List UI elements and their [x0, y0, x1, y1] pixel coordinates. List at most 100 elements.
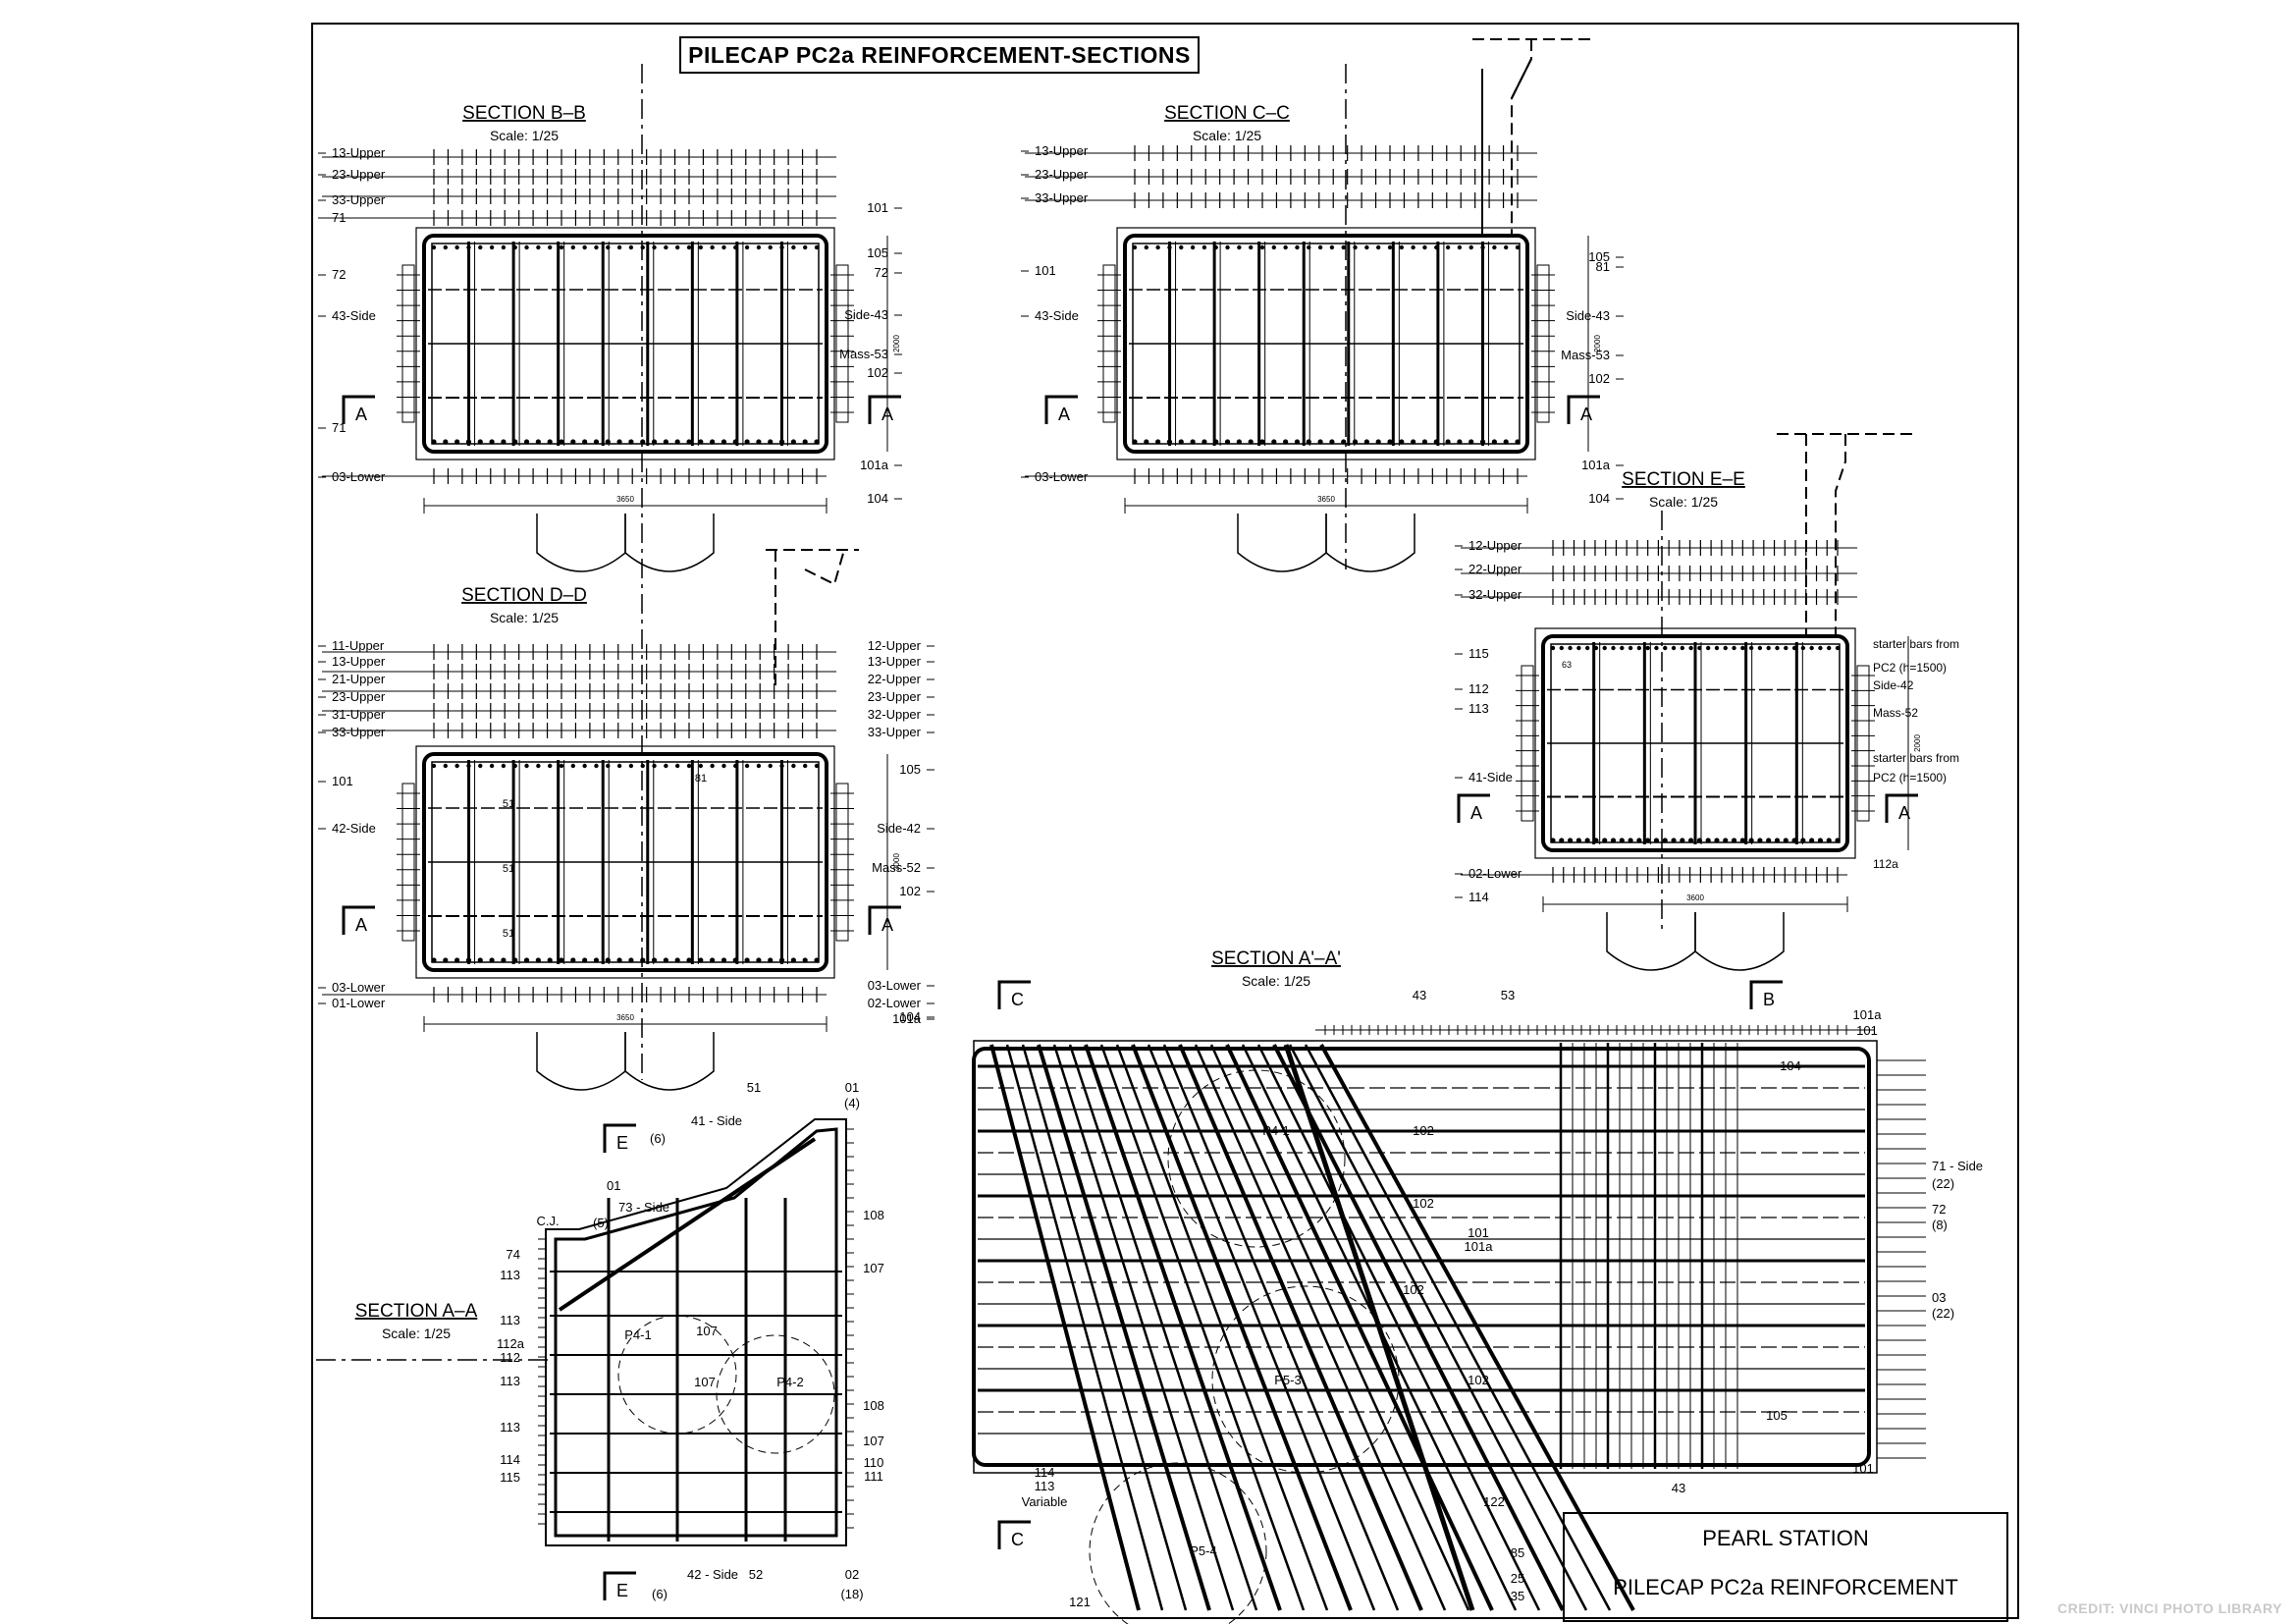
reinforcement-hoop — [422, 234, 828, 454]
rebar-label: 43 — [1672, 1481, 1685, 1495]
rebar-label: 101a — [1581, 458, 1611, 472]
reinforcement-hoop — [1541, 634, 1849, 852]
rebar-label: (5) — [593, 1216, 609, 1230]
section-marker-a: A — [1898, 803, 1910, 823]
rebar-label: 13-Upper — [332, 145, 386, 160]
rebar-label: 113 — [500, 1374, 520, 1388]
section-marker-a-arrow — [868, 905, 901, 935]
rebar-label: C.J. — [536, 1214, 559, 1228]
rebar-label: PC2 (h=1500) — [1873, 771, 1947, 785]
section-cc: SECTION C–C Scale: 1/25 3650200013-Upper… — [1021, 38, 1624, 572]
rebar-label: 53 — [1501, 988, 1515, 1002]
rebar-label: 102 — [899, 884, 921, 898]
rebar-label: Mass-52 — [1873, 706, 1918, 720]
rebar-label: 105 — [899, 762, 921, 777]
rebar-label: 11-Upper — [332, 638, 385, 653]
rebar-label: 101a — [1853, 1007, 1883, 1022]
rebar-label: 03-Lower — [1035, 469, 1089, 484]
section-marker-c-arrow — [997, 1520, 1031, 1549]
rebar-label: 22-Upper — [1468, 562, 1522, 576]
rebar-label: 101 — [1852, 1461, 1874, 1476]
rebar-label: 112a — [1873, 857, 1898, 871]
section-aa-outline — [545, 1118, 847, 1546]
section-ee: SECTION E–E Scale: 1/25 3600200012-Upper… — [1455, 433, 1959, 971]
rebar-label: Mass-53 — [1561, 348, 1610, 362]
rebar-label: 01-Lower — [332, 996, 386, 1010]
dimension-text: 2000 — [1913, 734, 1922, 752]
rebar-label: 114 — [1468, 890, 1489, 904]
section-marker-a-arrow — [342, 395, 375, 424]
rebar-label: 33-Upper — [1035, 190, 1089, 205]
section-ee-body: 3600200012-Upper22-Upper32-Upper11511211… — [1455, 538, 1959, 971]
pile — [624, 514, 715, 572]
rebar-label: 112a — [497, 1336, 525, 1351]
section-dd-title: SECTION D–D — [461, 585, 587, 606]
rebar-label: Variable — [1022, 1494, 1068, 1509]
dimension-text: 3650 — [616, 1013, 634, 1022]
rebar-label: 72 — [1932, 1202, 1946, 1217]
pile — [536, 514, 626, 572]
rebar-label: 113 — [500, 1268, 520, 1282]
rebar-label: 33-Upper — [332, 725, 386, 739]
pile-outline — [617, 1315, 737, 1435]
reinforcement-hoop — [972, 1047, 1871, 1467]
pile — [1237, 514, 1327, 572]
rebar-label: 03 — [1932, 1290, 1946, 1305]
rebar-label: 41-Side — [1468, 770, 1513, 785]
rebar-label: 114 — [500, 1452, 520, 1467]
rebar-label: 113 — [1035, 1479, 1055, 1493]
section-marker-a-arrow — [1457, 793, 1490, 823]
rebar-label: 02-Lower — [868, 996, 922, 1010]
rebar-label: 35 — [1511, 1589, 1524, 1603]
rebar-label: 23-Upper — [868, 689, 922, 704]
dimension-text: 3650 — [616, 495, 634, 504]
section-marker-a: A — [355, 405, 367, 424]
section-a-prime-outline — [973, 1040, 1878, 1474]
rebar-label: P4-2 — [776, 1375, 803, 1389]
rebar-label: 03-Lower — [332, 469, 386, 484]
rebar-label: 105 — [867, 245, 888, 260]
rebar-label: 115 — [500, 1470, 520, 1485]
pile — [536, 1032, 626, 1091]
pile-outline — [1089, 1462, 1267, 1624]
rebar-label: Side-42 — [877, 821, 921, 836]
section-marker-a-arrow — [868, 395, 901, 424]
rebar-label: 102 — [1413, 1196, 1434, 1211]
rebar-label: 113 — [500, 1420, 520, 1435]
rebar-label: (6) — [650, 1131, 666, 1146]
rebar-label: 51 — [747, 1080, 761, 1095]
pilecap-outline — [1116, 227, 1536, 460]
rebar-label: 101 — [1035, 263, 1056, 278]
section-marker-c: C — [1011, 1530, 1024, 1549]
rebar-label: 115 — [1468, 646, 1489, 661]
rebar-label: 121 — [1069, 1595, 1091, 1609]
rebar-label: 101 — [867, 200, 888, 215]
rebar-label: 73 - Side — [618, 1200, 669, 1215]
title-block-drawing: PILECAP PC2a REINFORCEMENT — [1613, 1575, 1958, 1599]
rebar-label: 23-Upper — [332, 167, 386, 182]
rebar-label: 102 — [1468, 1373, 1489, 1387]
rebar-label: 101a — [892, 1011, 922, 1026]
rebar-label: 114 — [1035, 1465, 1055, 1480]
rebar-label: 74 — [507, 1247, 520, 1262]
section-marker-b: B — [1763, 990, 1775, 1009]
rebar-label: 107 — [863, 1261, 884, 1275]
rebar-label: 01 — [845, 1080, 859, 1095]
reinforcement-hoop — [1123, 234, 1529, 454]
section-marker-c: C — [1011, 990, 1024, 1009]
rebar-label: 71 - Side — [1932, 1159, 1983, 1173]
rebar-label: 104 — [1588, 491, 1610, 506]
section-ee-scale: Scale: 1/25 — [1649, 494, 1718, 510]
section-marker-a-arrow — [1885, 793, 1918, 823]
rebar-label: 43 — [1413, 988, 1426, 1002]
pilecap-outline — [415, 745, 835, 979]
rebar-label: 108 — [863, 1208, 884, 1222]
rebar-label: 32-Upper — [1468, 587, 1522, 602]
rebar-label: Side-42 — [1873, 678, 1914, 692]
rebar-label: 02 — [845, 1567, 859, 1582]
pile — [1606, 912, 1696, 971]
rebar-label: 101 — [1856, 1023, 1878, 1038]
pile-outline — [1167, 1069, 1346, 1248]
